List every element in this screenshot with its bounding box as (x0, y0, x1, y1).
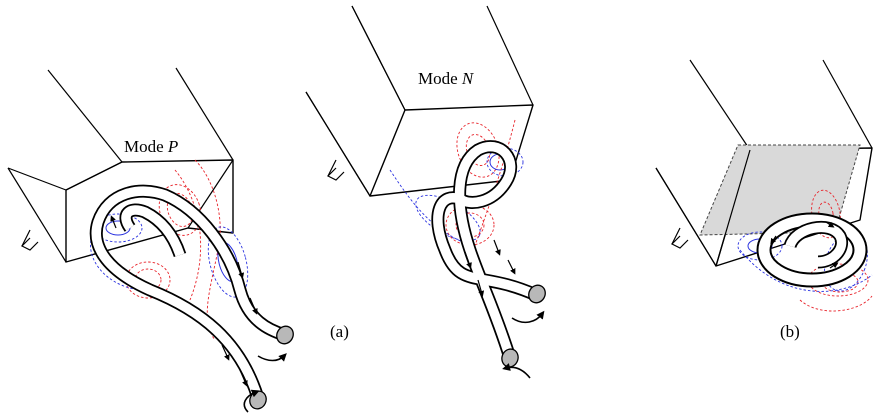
panel-b-flux-ring (756, 212, 868, 288)
panel-a-label: (a) (330, 322, 349, 341)
mode-n-label: Mode N (418, 69, 475, 88)
mode-p-flux-tube (89, 184, 294, 413)
mode-n-flux-tube (431, 140, 546, 379)
mode-p-label: Mode P (124, 137, 178, 156)
mode-p-diagram: Mode P (7, 67, 294, 413)
panel-b-diagram (655, 59, 873, 312)
mode-n-diagram: Mode N (305, 5, 546, 379)
panel-b-label: (b) (780, 322, 800, 341)
